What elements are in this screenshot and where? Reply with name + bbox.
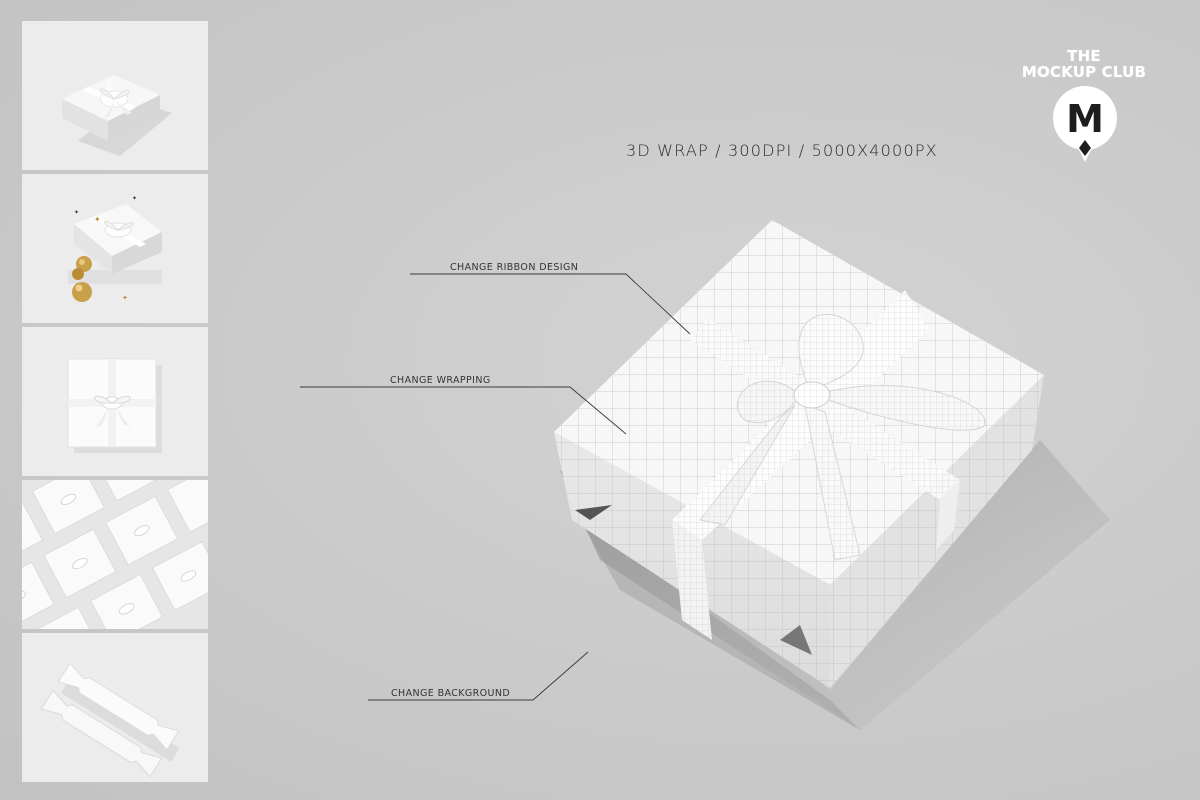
- box-left-face: [554, 432, 830, 688]
- box-shadow: [560, 440, 1110, 730]
- callout-line-wrapping: [300, 386, 627, 435]
- box-top-face: [554, 220, 1044, 585]
- svg-text:✦: ✦: [122, 294, 128, 302]
- thumbnail-single-box[interactable]: [22, 21, 208, 170]
- callout-line-ribbon: [410, 273, 691, 335]
- bow-knot: [793, 381, 831, 409]
- callout-background-label: CHANGE BACKGROUND: [391, 688, 511, 699]
- thumbnail-flat-box[interactable]: [22, 327, 208, 476]
- spec-headline: 3D WRAP / 300DPI / 5000X4000PX: [626, 141, 938, 160]
- svg-text:✦: ✦: [132, 195, 137, 202]
- svg-text:✦: ✦: [94, 215, 101, 224]
- thumbnail-box-ornaments[interactable]: ✦ ✦ ✦ ✦: [22, 174, 208, 323]
- box-pattern-image: [22, 480, 208, 629]
- brand-logo-icon: M: [1053, 86, 1117, 162]
- brand-line-2: MOCKUP CLUB: [1021, 63, 1147, 81]
- callout-wrapping-label: CHANGE WRAPPING: [390, 375, 491, 386]
- box-right-face: [830, 375, 1044, 688]
- callout-ribbon-label: CHANGE RIBBON DESIGN: [450, 262, 579, 273]
- brand-mark-letter: M: [1066, 97, 1104, 141]
- flat-box-image: [22, 327, 208, 476]
- single-box-image: [22, 21, 208, 170]
- thumbnail-crackers[interactable]: [22, 633, 208, 782]
- box-ornaments-image: ✦ ✦ ✦ ✦: [22, 174, 208, 323]
- thumbnail-box-pattern[interactable]: [22, 480, 208, 629]
- svg-text:✦: ✦: [74, 209, 79, 216]
- brand-line-1: THE: [1067, 47, 1101, 65]
- brand-name: THE MOCKUP CLUB: [1010, 48, 1158, 80]
- crackers-image: [22, 633, 208, 782]
